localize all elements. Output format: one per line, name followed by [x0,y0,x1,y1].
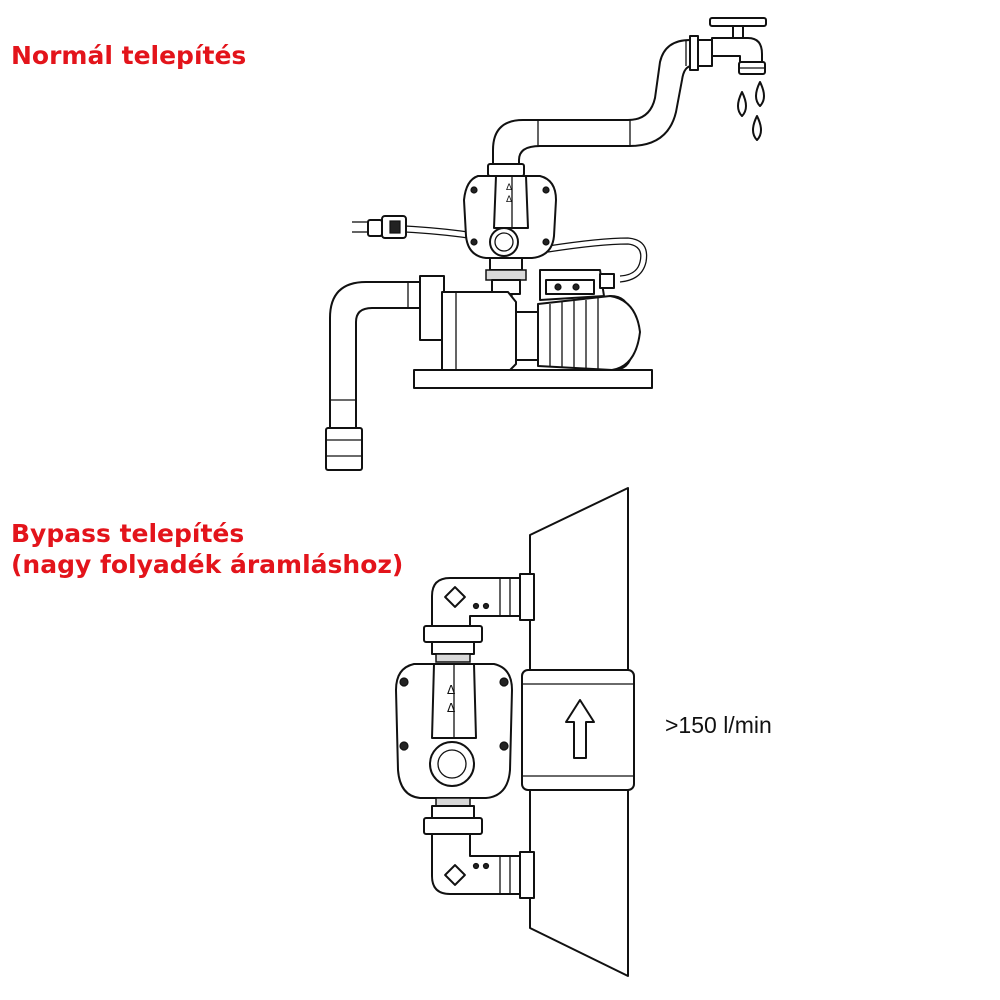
svg-text:Δ: Δ [506,183,513,193]
power-cable [404,225,648,283]
flow-section [521,669,635,791]
bypass-installation-diagram: Δ Δ [395,487,635,977]
water-pump [419,269,641,373]
lower-bypass-pipe [423,797,535,899]
upper-bypass-pipe [423,573,535,663]
normal-installation-heading: Normál telepítés [11,41,247,70]
bypass-heading-line1: Bypass telepítés [11,519,245,548]
flow-direction-arrow-icon [565,699,595,759]
svg-text:Δ: Δ [447,683,456,697]
water-drop-icons [737,81,765,141]
power-plug-icon [352,215,407,239]
bypass-heading-line2: (nagy folyadék áramláshoz) [11,550,404,579]
flow-rate-label: >150 l/min [665,712,772,738]
svg-text:Δ: Δ [506,195,513,205]
pressure-controller: Δ Δ [463,163,557,300]
water-tap-icon [709,17,767,75]
svg-text:Δ: Δ [447,701,456,715]
bypass-installation-heading: Bypass telepítés (nagy folyadék áramlásh… [11,518,403,580]
outlet-pipe [492,35,713,173]
normal-installation-diagram: Δ Δ [325,17,767,471]
pump-base-plate [413,369,653,389]
bypass-pressure-controller: Δ Δ [395,663,513,799]
